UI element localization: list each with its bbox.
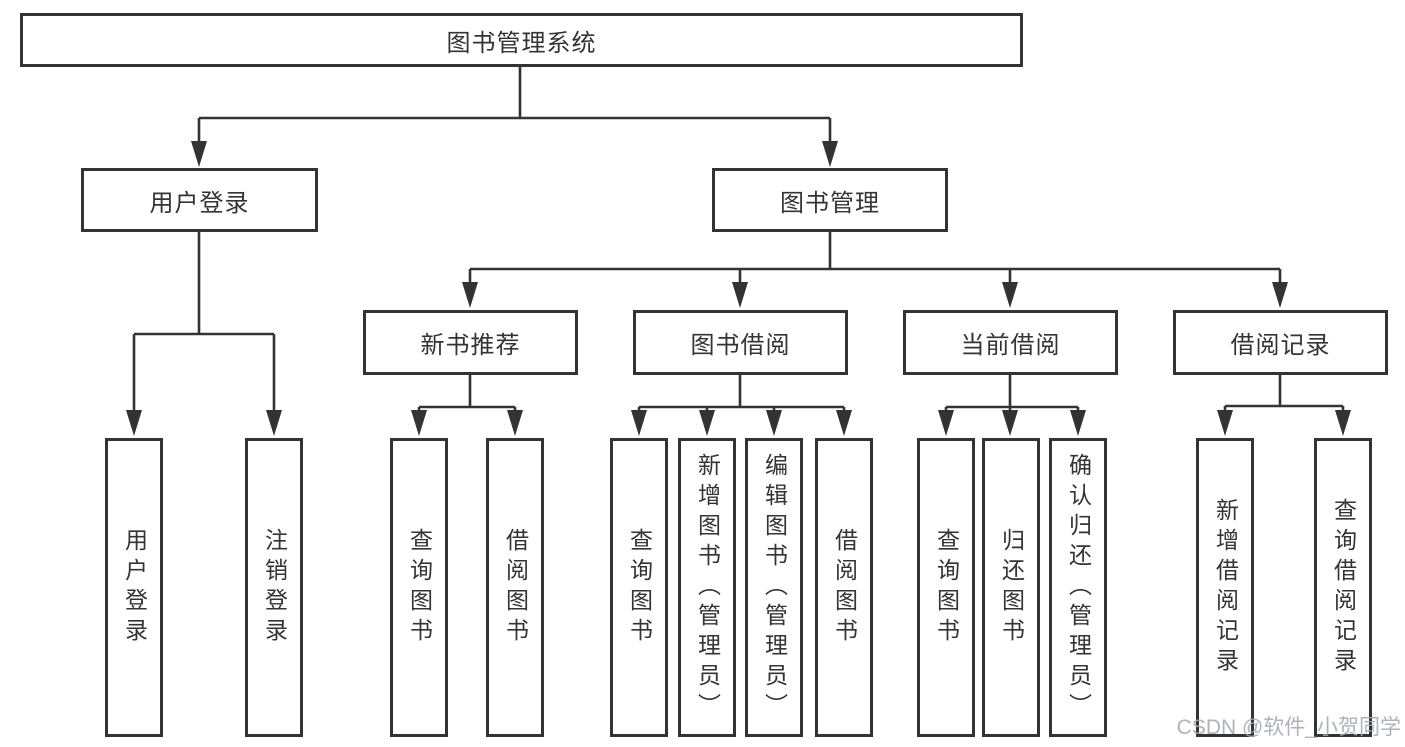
leaf-borrow-books-borrow: 借阅图书	[815, 438, 873, 737]
leaf-confirm-return-admin: 确认归还（管理员）	[1049, 438, 1107, 737]
leaf-edit-books-admin: 编辑图书（管理员）	[745, 438, 803, 737]
leaf-add-borrow-record: 新增借阅记录	[1196, 438, 1254, 737]
leaf-borrow-books-newbooks: 借阅图书	[486, 438, 544, 737]
leaf-query-books-borrow: 查询图书	[610, 438, 668, 737]
node-root: 图书管理系统	[20, 13, 1023, 67]
level2-arrow-stems	[468, 269, 1282, 292]
node-current-borrow: 当前借阅	[903, 310, 1118, 375]
arrowhead-icon	[938, 410, 954, 436]
leaf-return-books-label: 归还图书	[998, 527, 1025, 648]
leaf-return-books: 归还图书	[982, 438, 1040, 737]
leaf-query-books-newbooks: 查询图书	[390, 438, 448, 737]
leaf-query-borrow-record-label: 查询借阅记录	[1330, 497, 1357, 678]
arrowhead-icon	[766, 410, 782, 436]
node-root-label: 图书管理系统	[446, 29, 597, 57]
node-borrow-records-label: 借阅记录	[1230, 332, 1331, 359]
leaf-user-login-label: 用户登录	[121, 527, 148, 648]
borrow-records-arrow-stems	[1223, 406, 1345, 420]
new-books-feed-line	[419, 375, 515, 409]
arrowheads	[126, 141, 1351, 436]
node-new-books-label: 新书推荐	[420, 332, 521, 359]
node-new-books: 新书推荐	[363, 310, 578, 375]
leaf-confirm-return-admin-label: 确认归还（管理员）	[1065, 452, 1092, 723]
leaf-logout-label: 注销登录	[261, 527, 288, 648]
arrowhead-icon	[1070, 410, 1086, 436]
new-books-arrow-stems	[417, 407, 517, 420]
leaf-user-login: 用户登录	[105, 438, 163, 737]
arrowhead-icon	[266, 410, 282, 436]
leaf-query-books-newbooks-label: 查询图书	[406, 527, 433, 648]
arrowhead-icon	[1272, 282, 1288, 308]
leaf-query-books-current-label: 查询图书	[933, 527, 960, 648]
node-book-mgmt-label: 图书管理	[780, 189, 880, 217]
arrowhead-icon	[732, 282, 748, 308]
leaf-add-borrow-record-label: 新增借阅记录	[1212, 497, 1239, 678]
csdn-watermark: CSDN @软件_小贺同学	[1176, 716, 1401, 739]
level1-arrow-stems	[197, 118, 832, 152]
node-borrow-records: 借阅记录	[1173, 310, 1388, 375]
node-user-login-label: 用户登录	[149, 189, 250, 217]
leaf-logout: 注销登录	[245, 438, 303, 737]
arrowhead-icon	[822, 141, 838, 167]
current-borrow-feed-line	[946, 375, 1078, 409]
borrow-records-feed-line	[1225, 375, 1343, 408]
leaf-query-books-borrow-label: 查询图书	[626, 527, 653, 648]
leaf-borrow-books-borrow-label: 借阅图书	[831, 527, 858, 648]
user-login-feed-line	[134, 232, 274, 336]
leaf-edit-books-admin-label: 编辑图书（管理员）	[761, 452, 788, 723]
node-user-login: 用户登录	[81, 168, 318, 232]
leaf-add-books-admin-label: 新增图书（管理员）	[694, 452, 721, 723]
arrowhead-icon	[1002, 282, 1018, 308]
leaf-add-books-admin: 新增图书（管理员）	[678, 438, 736, 737]
arrowhead-icon	[507, 410, 523, 436]
arrowhead-icon	[699, 410, 715, 436]
arrowhead-icon	[126, 410, 142, 436]
node-current-borrow-label: 当前借阅	[960, 332, 1061, 359]
node-book-borrow: 图书借阅	[633, 310, 848, 375]
arrowhead-icon	[631, 410, 647, 436]
user-login-arrow-stems	[132, 334, 276, 420]
arrowhead-icon	[1335, 410, 1351, 436]
node-book-mgmt: 图书管理	[712, 168, 948, 232]
leaf-query-books-current: 查询图书	[917, 438, 975, 737]
arrowhead-icon	[836, 410, 852, 436]
book-mgmt-feed-line	[470, 232, 1280, 271]
root-feed-line	[199, 67, 830, 120]
leaf-borrow-books-newbooks-label: 借阅图书	[502, 527, 529, 648]
arrowhead-icon	[191, 141, 207, 167]
leaf-query-borrow-record: 查询借阅记录	[1314, 438, 1372, 737]
arrowhead-icon	[1217, 410, 1233, 436]
book-borrow-feed-line	[639, 375, 844, 409]
book-borrow-arrow-stems	[637, 407, 846, 420]
arrowhead-icon	[462, 282, 478, 308]
node-book-borrow-label: 图书借阅	[690, 332, 791, 359]
arrowhead-icon	[1002, 410, 1018, 436]
arrowhead-icon	[411, 410, 427, 436]
